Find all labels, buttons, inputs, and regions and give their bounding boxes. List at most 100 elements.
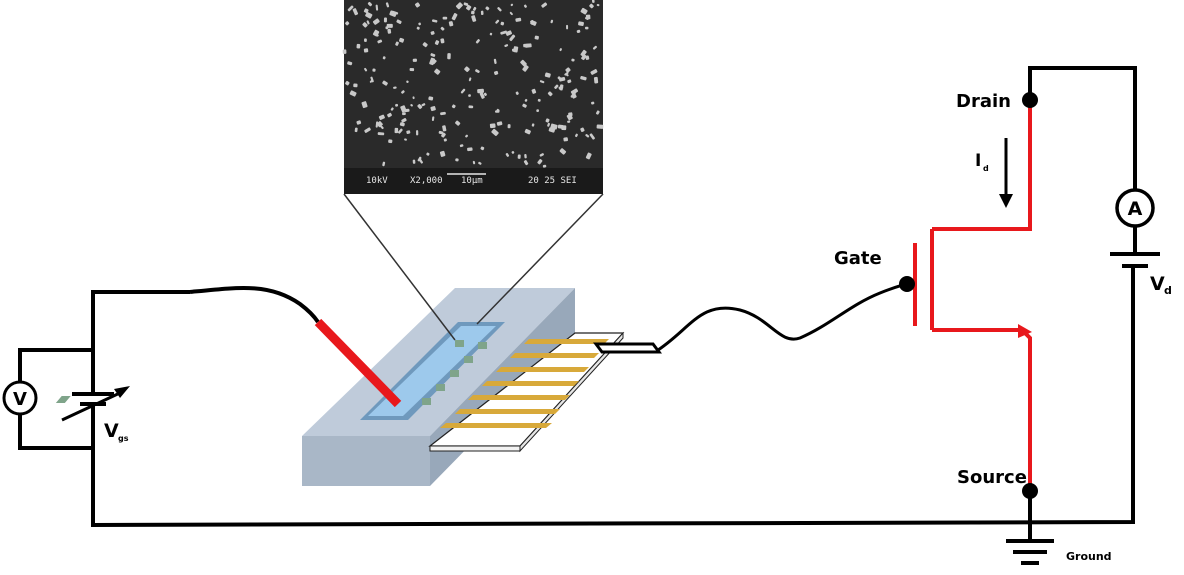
sem-particle: [565, 73, 569, 77]
sem-particle: [493, 70, 499, 75]
sem-particle: [464, 66, 470, 72]
sem-particle: [471, 15, 477, 22]
sem-particle: [448, 21, 454, 27]
sem-particle: [580, 7, 588, 15]
fet-source-path: [932, 328, 1032, 490]
sem-particle: [356, 43, 361, 49]
sem-particle: [483, 92, 487, 96]
sem-micrograph: 10kV X2,000 10μm 20 25 SEI: [342, 0, 604, 194]
sem-particle: [539, 153, 544, 157]
sem-particle: [347, 5, 354, 12]
sem-particle: [472, 6, 477, 11]
vd-label: V: [1150, 273, 1165, 295]
sem-particle: [523, 4, 527, 8]
sem-particle: [507, 124, 511, 129]
sem-particle: [391, 10, 399, 15]
sem-particle: [431, 116, 435, 122]
sem-info-right: 20 25 SEI: [528, 176, 577, 186]
sem-particle: [387, 28, 392, 34]
sem-particle: [541, 2, 548, 8]
sem-particle: [383, 17, 387, 23]
sem-particle: [342, 49, 347, 54]
sem-particle: [364, 38, 367, 42]
sem-particle: [465, 134, 468, 138]
sem-particle: [429, 57, 436, 66]
sem-particle: [370, 76, 374, 83]
sem-particle: [590, 69, 598, 75]
voltmeter-label: V: [13, 389, 27, 410]
sem-particle: [417, 104, 423, 110]
sensor-chip: [55, 288, 575, 486]
gate-terminal: [899, 276, 915, 292]
sem-particle: [463, 2, 469, 6]
sem-particle: [364, 127, 371, 133]
sem-particle: [585, 14, 591, 20]
sem-particle: [353, 83, 358, 88]
sem-particle: [536, 109, 540, 113]
sem-particle: [593, 76, 599, 84]
sem-particle: [401, 118, 407, 123]
sensor-pads: [55, 340, 487, 405]
sem-particle: [509, 11, 513, 16]
sem-particle: [414, 2, 421, 8]
sem-particle: [559, 48, 562, 52]
sem-particle: [354, 127, 358, 133]
sem-particle: [537, 98, 541, 102]
sem-particle: [513, 46, 519, 53]
sem-particle: [524, 98, 528, 102]
sem-particle: [531, 88, 537, 94]
wire-bottom: [91, 290, 1135, 528]
id-label: I: [975, 151, 981, 171]
sem-particle: [382, 161, 386, 167]
sem-info-voltage: 10kV: [366, 176, 388, 186]
gate-probe: [314, 318, 402, 408]
sem-particle: [406, 130, 411, 134]
sem-particle: [404, 108, 410, 113]
sem-particle: [362, 22, 368, 28]
sem-particle: [558, 76, 566, 82]
sem-particle: [418, 22, 421, 26]
electrode-board: [428, 331, 662, 453]
sem-particle: [459, 144, 464, 148]
sem-particle: [510, 3, 514, 7]
sem-particle: [589, 133, 595, 140]
sem-particle: [438, 130, 444, 135]
source-terminal: [1022, 483, 1038, 499]
vgs-battery-symbol: [61, 348, 130, 448]
sem-particle: [388, 139, 393, 144]
sem-particle: [511, 151, 515, 154]
sem-particle: [504, 44, 509, 48]
sem-particle: [404, 138, 407, 141]
sem-particle: [416, 26, 420, 30]
sem-particle: [442, 125, 447, 132]
sem-particle: [430, 53, 436, 57]
sem-particle: [585, 152, 592, 160]
sem-particle: [352, 8, 359, 16]
sem-particle: [530, 20, 537, 26]
ground-label: Ground: [1066, 550, 1112, 563]
drain-label: Drain: [956, 91, 1011, 112]
sem-particle: [572, 89, 577, 96]
sem-particle: [466, 4, 472, 11]
zoom-callout-lines: [343, 193, 604, 341]
sem-particle: [592, 45, 597, 50]
sem-particle: [493, 58, 497, 64]
sem-particle: [468, 105, 474, 109]
sem-particle: [412, 58, 417, 62]
sem-particle: [426, 152, 430, 156]
sem-particle: [385, 2, 390, 8]
sem-particle: [382, 80, 388, 86]
sem-particle: [491, 128, 499, 136]
sem-particle: [442, 16, 448, 20]
sem-particle: [395, 41, 399, 46]
sem-particle: [544, 72, 551, 78]
sem-particle: [567, 79, 572, 84]
sem-particle: [428, 96, 434, 101]
sem-particle: [402, 112, 406, 116]
sem-info-magnification: X2,000: [410, 176, 443, 186]
sem-particle: [386, 23, 393, 28]
ground-symbol: [1006, 539, 1054, 565]
sem-particle: [412, 96, 415, 100]
sem-particle: [377, 39, 383, 44]
